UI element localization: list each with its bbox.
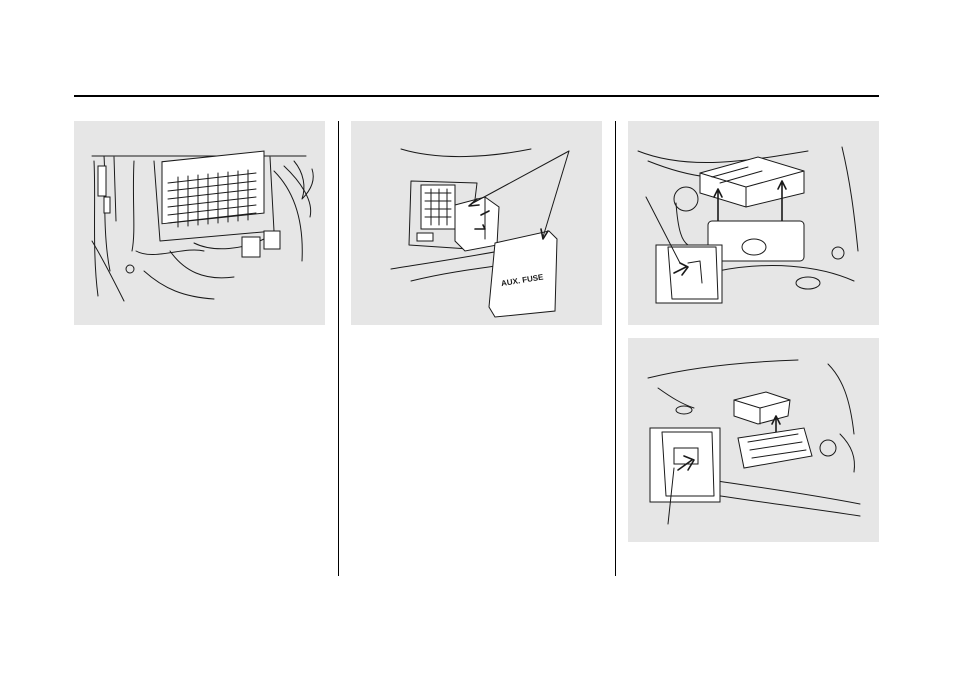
column-divider-2: [615, 121, 616, 576]
interior-fuse-box-drawing: [74, 121, 325, 325]
aux-fuse-cover-illustration: AUX. FUSE: [351, 121, 602, 325]
header-rule: [74, 95, 879, 97]
underhood-fuse-box-drawing: [628, 121, 879, 325]
underhood-fuse-box-illustration: [628, 121, 879, 325]
underhood-secondary-fuse-box-illustration: [628, 338, 879, 542]
interior-fuse-box-illustration: [74, 121, 325, 325]
aux-fuse-cover-drawing: AUX. FUSE: [351, 121, 602, 325]
underhood-secondary-fuse-box-drawing: [628, 338, 879, 542]
column-divider-1: [338, 121, 339, 576]
